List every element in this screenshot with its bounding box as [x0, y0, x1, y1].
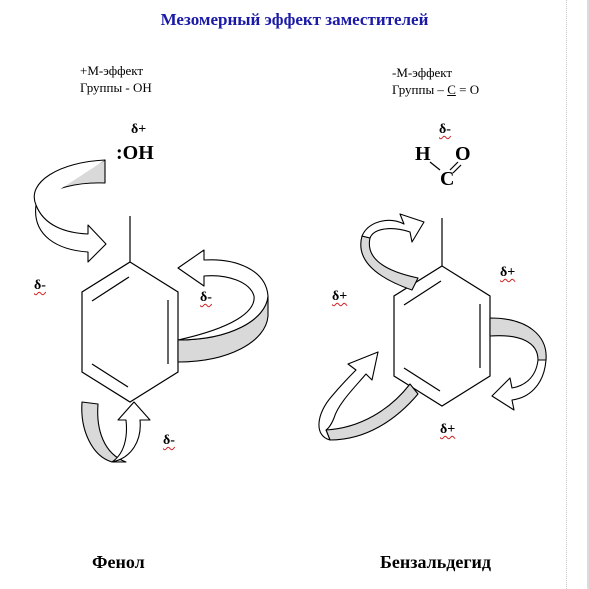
benzaldehyde-inner-bond-1	[403, 280, 442, 306]
right-group-prefix: Группы –	[392, 82, 448, 97]
phenol-inner-bond-3	[91, 363, 129, 388]
phenol-inner-bond-1	[91, 276, 130, 302]
left-group-label: Группы - ОН	[80, 80, 152, 95]
benzaldehyde-charge-ortho-left: δ+	[332, 289, 348, 304]
phenol-arrow-bottom-ribbon	[81, 401, 127, 463]
right-group-carbon: C	[447, 82, 456, 97]
benzaldehyde-atom-h: H	[415, 143, 431, 165]
benzaldehyde-c-o-bond-1	[449, 161, 459, 171]
phenol-caption: Фенол	[92, 552, 145, 572]
benzaldehyde-substituent-charge: δ-	[439, 122, 451, 137]
benzaldehyde-structure	[393, 161, 491, 407]
benzaldehyde-arrows	[318, 213, 547, 441]
benzaldehyde-inner-bond-3	[403, 367, 441, 392]
benzaldehyde-atom-c: C	[440, 168, 455, 190]
benzaldehyde-arrow-top-ribbon	[360, 235, 419, 291]
benzaldehyde-c-h-bond	[429, 161, 441, 171]
phenol-arrow-right-body	[177, 249, 269, 341]
right-group-suffix: = O	[455, 82, 480, 97]
benzaldehyde-arrow-top-body	[361, 213, 425, 243]
phenol-charge-para: δ-	[163, 433, 175, 448]
phenol-structure	[81, 216, 179, 403]
window-edge	[587, 0, 589, 589]
benzaldehyde-atom-o: O	[455, 143, 471, 165]
phenol-charge-ortho-left: δ-	[34, 278, 46, 293]
benzaldehyde-arrow-bottom-body	[318, 351, 379, 441]
benzaldehyde-arrow-right-ribbon	[489, 317, 547, 361]
benzaldehyde-benzene-ring	[393, 265, 491, 407]
benzaldehyde-charge-ortho-right: δ+	[500, 265, 516, 280]
phenol-arrow-bottom-body	[111, 401, 151, 463]
benzaldehyde-caption: Бензальдегид	[380, 552, 492, 572]
diagram-title: Мезомерный эффект заместителей	[160, 10, 429, 29]
phenol-charge-ortho-right: δ-	[200, 290, 212, 305]
phenol-substituent-formula: :OH	[116, 142, 154, 164]
benzaldehyde-arrow-right-body	[491, 359, 547, 411]
phenol-benzene-ring	[81, 261, 179, 403]
right-group-label: Группы – C = O	[392, 81, 479, 98]
left-effect-label: +М-эффект	[80, 63, 144, 78]
right-effect-label: -М-эффект	[392, 65, 453, 80]
phenol-arrow-oh-body	[33, 159, 107, 263]
phenol-arrows	[33, 159, 269, 463]
phenol-substituent-charge: δ+	[131, 122, 147, 137]
margin-guide	[566, 0, 568, 589]
benzaldehyde-charge-para: δ+	[440, 422, 456, 437]
benzaldehyde-c-o-bond-2	[452, 164, 462, 174]
